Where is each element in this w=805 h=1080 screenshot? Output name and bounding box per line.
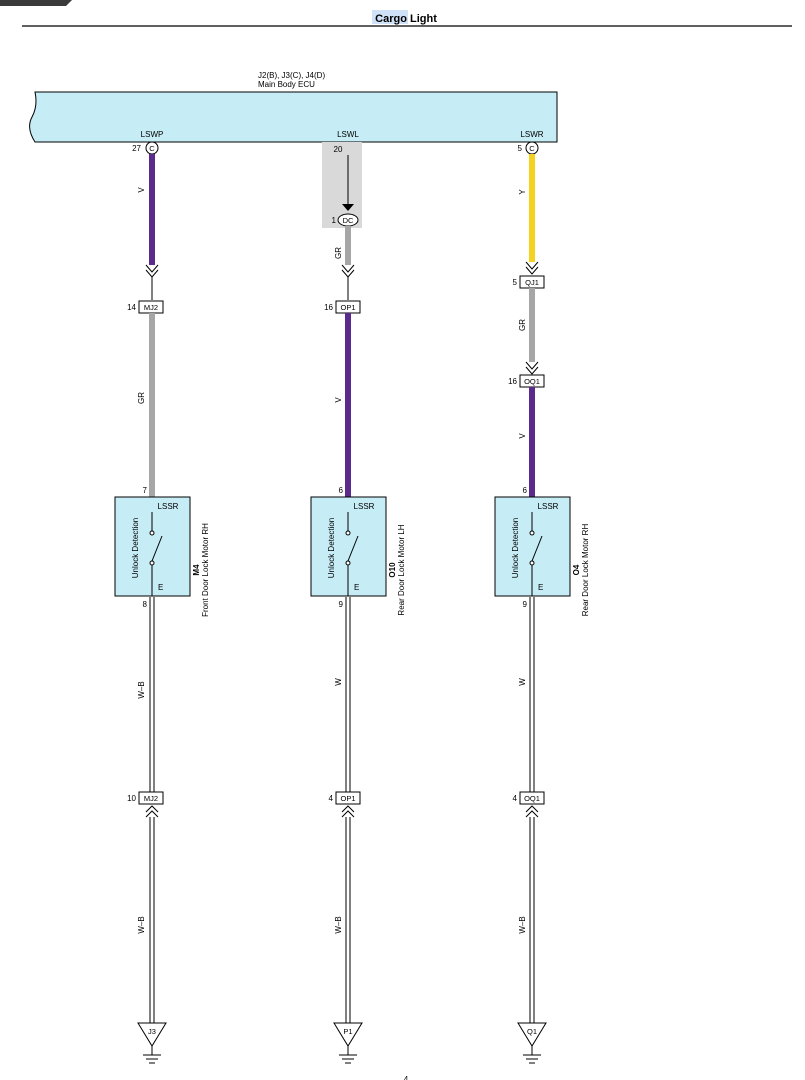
motor-switch-label-col3: Unlock Detection	[511, 518, 520, 578]
motor-in-pin-col2: 6	[339, 486, 344, 495]
wire-label-col2-ground: W–B	[334, 916, 343, 933]
connector-code-col2-a: OP1	[340, 303, 355, 312]
connector-code-col2-b: OP1	[340, 794, 355, 803]
ground-label-j3: J3	[148, 1027, 156, 1036]
connector-code-col3-mid: OQ1	[524, 377, 540, 386]
ground-triangle-p1	[333, 1022, 363, 1047]
connector-pin-col3-b: 4	[513, 794, 518, 803]
wire-label-col3-upper: Y	[518, 189, 527, 195]
switch-blade-col1	[151, 535, 163, 562]
junction-arrow-col2	[342, 204, 354, 211]
motor-id-m4: M4	[192, 564, 201, 576]
wire-label-col1-upper: V	[137, 187, 146, 193]
switch-contact-top-col2	[345, 530, 351, 536]
plug-arrow-col3-mid	[525, 361, 539, 375]
ecu-name-label: Main Body ECU	[258, 80, 315, 89]
page-title: Cargo Light	[375, 13, 437, 25]
motor-out-pin-col3: 9	[523, 600, 528, 609]
wire-label-col2-lower: W	[334, 678, 343, 686]
motor-signal-col1: LSSR	[158, 502, 179, 511]
switch-contact-bottom-col2	[345, 560, 351, 566]
motor-in-pin-col3: 6	[523, 486, 528, 495]
motor-out-pin-col1: 8	[143, 600, 148, 609]
motor-signal-col3: LSSR	[538, 502, 559, 511]
ecu-terminal-code-3: C	[529, 144, 535, 153]
wire-label-col3-ground: W–B	[518, 916, 527, 933]
connector-pin-col2-a: 16	[324, 303, 333, 312]
junction-code: DC	[343, 216, 354, 225]
switch-blade-col3	[531, 535, 543, 562]
ecu-terminal-lswr: LSWR	[520, 130, 543, 139]
switch-contact-bottom-col1	[149, 560, 155, 566]
motor-name-o4: Rear Door Lock Motor RH	[581, 524, 590, 617]
wire-label-col3-mid: GR	[518, 319, 527, 331]
motor-ground-label-col3: E	[538, 583, 543, 592]
junction-pin: 1	[332, 216, 337, 225]
plug-arrow-col3-b	[525, 805, 539, 818]
connector-pin-col3-mid: 16	[508, 377, 517, 386]
ground-triangle-j3	[137, 1022, 167, 1047]
plug-arrow-col1-b	[145, 805, 159, 818]
connector-box-col3-b	[519, 791, 545, 805]
connector-pin-col2-b: 4	[329, 794, 334, 803]
connector-box-col2-b	[335, 791, 361, 805]
switch-contact-top-col3	[529, 530, 535, 536]
motor-id-o4: O4	[572, 564, 581, 575]
motor-name-m4: Front Door Lock Motor RH	[201, 523, 210, 617]
wire-label-col1-lower: W–B	[137, 681, 146, 698]
switch-contact-top-col1	[149, 530, 155, 536]
plug-arrow-col1	[145, 264, 159, 278]
plug-arrow-col2-b	[341, 805, 355, 818]
wire-label-col3-lower: W	[518, 678, 527, 686]
ground-symbol-col1	[143, 1046, 161, 1064]
motor-ground-label-col1: E	[158, 583, 163, 592]
plug-arrow-col2	[341, 264, 355, 278]
switch-blade-col2	[347, 535, 359, 562]
connector-code-col3-b: OQ1	[524, 794, 540, 803]
motor-in-pin-col1: 7	[143, 486, 148, 495]
ecu-pin-5: 5	[518, 144, 523, 153]
motor-out-pin-col2: 9	[339, 600, 344, 609]
connector-code-col3-a: QJ1	[525, 278, 539, 287]
connector-code-col1-a: MJ2	[144, 303, 158, 312]
motor-switch-label-col2: Unlock Detection	[327, 518, 336, 578]
motor-switch-label-col1: Unlock Detection	[131, 518, 140, 578]
ground-symbol-col2	[339, 1046, 357, 1064]
ecu-box	[29, 91, 558, 143]
wire-label-col3-low: V	[518, 433, 527, 439]
ecu-pin-20: 20	[334, 145, 343, 154]
ecu-pin-27: 27	[132, 144, 141, 153]
wire-label-col2-mid: V	[334, 397, 343, 403]
connector-pin-col1-a: 14	[127, 303, 136, 312]
ground-symbol-col3	[523, 1046, 541, 1064]
ecu-terminal-lswl: LSWL	[337, 130, 359, 139]
page-number: 4	[404, 1075, 409, 1080]
wire-label-col2-upper: GR	[334, 247, 343, 259]
ground-label-q1: Q1	[527, 1027, 537, 1036]
plug-arrow-col3	[525, 261, 539, 275]
motor-id-o10: O10	[388, 562, 397, 578]
wire-label-col1-mid: GR	[137, 392, 146, 404]
ground-triangle-q1	[517, 1022, 547, 1047]
connector-pin-col1-b: 10	[127, 794, 136, 803]
motor-ground-label-col2: E	[354, 583, 359, 592]
connector-code-col1-b: MJ2	[144, 794, 158, 803]
ecu-terminal-code-1: C	[149, 144, 155, 153]
title-highlight	[372, 10, 408, 24]
shielded-junction-shade	[322, 142, 362, 228]
motor-signal-col2: LSSR	[354, 502, 375, 511]
connector-box-col1-b	[138, 791, 164, 805]
ground-label-p1: P1	[343, 1027, 352, 1036]
window-tab-fragment	[0, 0, 72, 6]
motor-name-o10: Rear Door Lock Motor LH	[397, 524, 406, 615]
ecu-connectors-label: J2(B), J3(C), J4(D)	[258, 71, 325, 80]
wire-label-col1-ground: W–B	[137, 916, 146, 933]
ecu-terminal-lswp: LSWP	[141, 130, 164, 139]
switch-contact-bottom-col3	[529, 560, 535, 566]
connector-pin-col3-a: 5	[513, 278, 518, 287]
